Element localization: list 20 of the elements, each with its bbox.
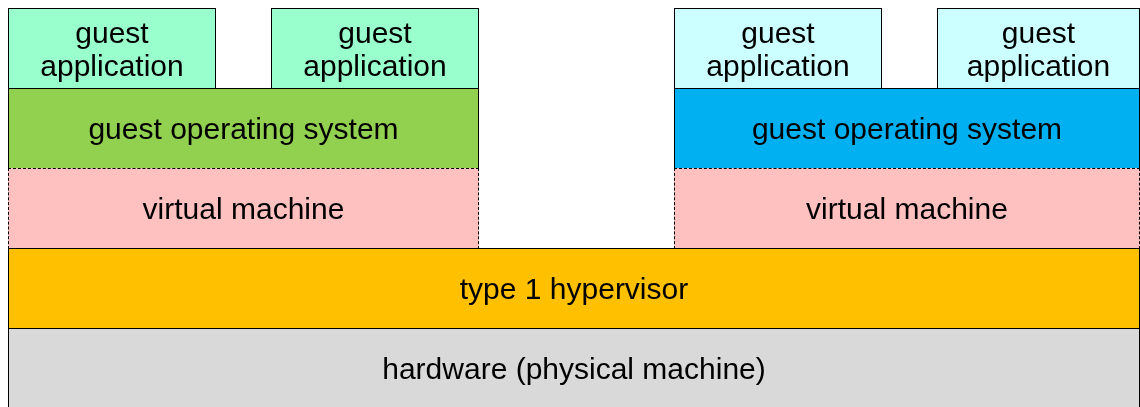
operating-system-layer: [8, 88, 479, 169]
layer-label: virtual machine: [142, 192, 345, 225]
layer-label: virtual machine: [806, 192, 1008, 225]
virtual-machine-layer: [674, 168, 1140, 249]
layer-label: guest operating system: [751, 112, 1063, 145]
layer-label: hardware (physical machine): [382, 352, 766, 385]
application-box: [8, 8, 216, 89]
operating-system-layer: [674, 88, 1140, 169]
layer-label: type 1 hypervisor: [459, 272, 689, 305]
application-box: [937, 8, 1140, 89]
layer-label: guest application: [39, 15, 185, 82]
application-box: [271, 8, 479, 89]
virtual-machine-layer: [8, 168, 479, 249]
hypervisor-layer: [8, 248, 1140, 329]
application-box: [674, 8, 882, 89]
layer-label: guest application: [965, 15, 1112, 82]
layer-label: guest operating system: [88, 112, 399, 145]
layer-label: guest application: [705, 15, 851, 82]
layer-label: guest application: [302, 15, 448, 82]
hardware-layer: [8, 328, 1140, 407]
